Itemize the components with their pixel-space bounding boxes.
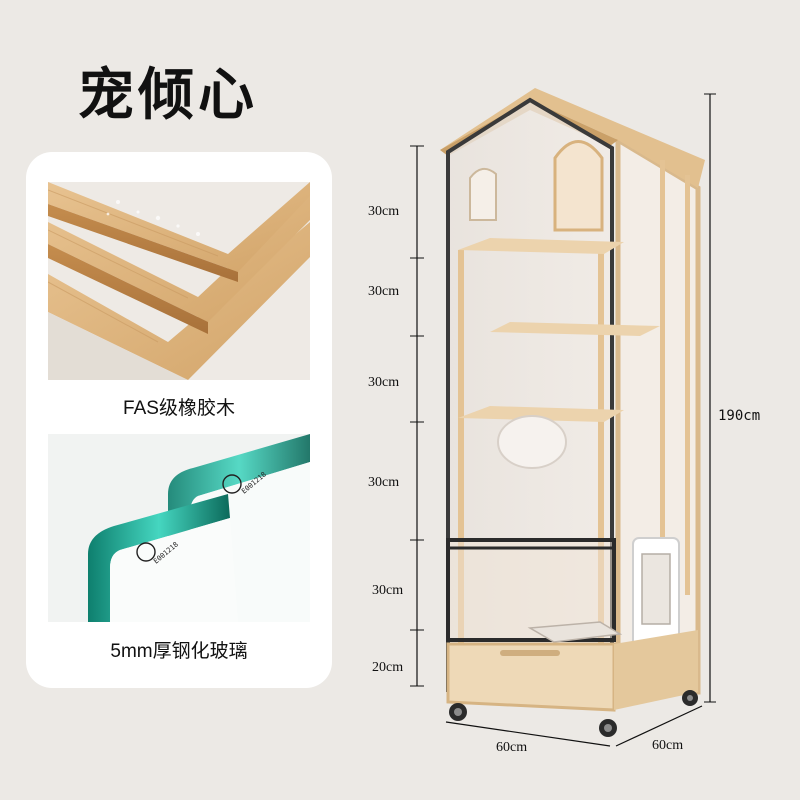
dimension-segment-2: 30cm <box>368 284 400 299</box>
total-height-label: 190cm <box>718 408 761 424</box>
dimension-segment-6: 20cm <box>372 660 404 675</box>
width-label: 60cm <box>496 740 528 755</box>
rubberwood-caption: FAS级橡胶木 <box>123 398 235 419</box>
brand-title: 宠倾心 <box>78 63 258 128</box>
rubberwood-image <box>48 182 310 380</box>
dimension-segment-3: 30cm <box>368 375 400 390</box>
dimension-segment-4: 30cm <box>368 475 400 490</box>
cat-cabinet-drawing <box>410 88 716 747</box>
cat-cabinet-product: 30cm 30cm 30cm 30cm 30cm 20cm 190cm 60cm… <box>340 70 800 790</box>
tempered-glass-image: E001218 E001218 <box>48 434 310 622</box>
dimension-segment-1: 30cm <box>368 204 400 219</box>
features-card: FAS级橡胶木 E001218 E001218 5m <box>26 152 332 688</box>
depth-label: 60cm <box>652 738 684 753</box>
dimension-segment-5: 30cm <box>372 583 404 598</box>
glass-caption: 5mm厚钢化玻璃 <box>110 641 248 662</box>
